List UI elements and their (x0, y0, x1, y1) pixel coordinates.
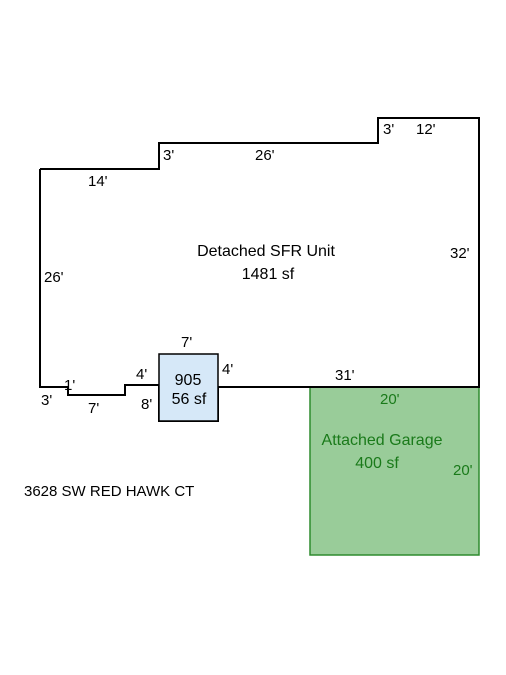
dim-left: 26' (44, 269, 64, 286)
dim-bottom-left-c: 3' (41, 392, 52, 409)
porch-name: 905 (175, 372, 202, 389)
dim-bottom-mid-right: 4' (222, 361, 233, 378)
dim-top-left: 14' (88, 173, 108, 190)
porch-dim-top: 7' (181, 334, 192, 351)
garage-name: Attached Garage (322, 432, 443, 449)
dim-top-mid: 26' (255, 147, 275, 164)
garage-area: 400 sf (355, 455, 399, 472)
main-unit-area: 1481 sf (242, 266, 295, 283)
dim-right: 32' (450, 245, 470, 262)
dim-top-right: 12' (416, 121, 436, 138)
attached-garage-area (309, 386, 480, 556)
property-address: 3628 SW RED HAWK CT (24, 483, 195, 500)
dim-step1: 3' (163, 147, 174, 164)
dim-bottom-step: 8' (141, 396, 152, 413)
porch-area-label: 56 sf (172, 391, 207, 408)
main-unit-name: Detached SFR Unit (197, 243, 335, 260)
garage-dim-top: 20' (380, 391, 400, 408)
porch-area (158, 353, 219, 422)
dim-step2: 3' (383, 121, 394, 138)
dim-bottom-mid-left: 4' (136, 366, 147, 383)
dim-bottom-right: 31' (335, 367, 355, 384)
dim-bottom-left-b: 1' (64, 377, 75, 394)
dim-bottom-left-a: 7' (88, 400, 99, 417)
garage-dim-right: 20' (453, 462, 473, 479)
